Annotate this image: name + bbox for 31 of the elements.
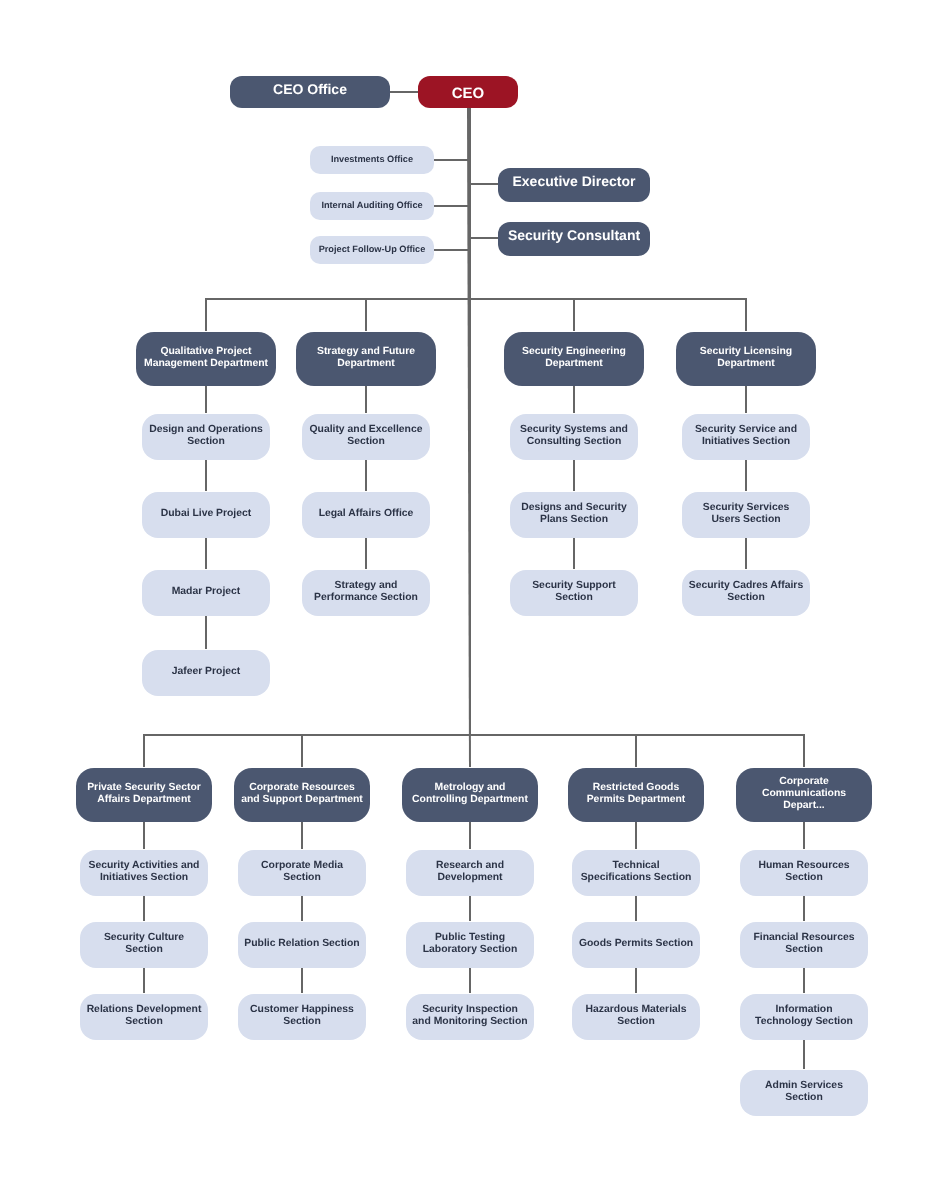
connector-line bbox=[205, 614, 207, 650]
connector-line bbox=[803, 820, 805, 850]
connector-line bbox=[745, 458, 747, 492]
connector-line bbox=[469, 966, 471, 994]
connector-line bbox=[745, 536, 747, 570]
connector-line bbox=[143, 894, 145, 922]
connector-line bbox=[469, 820, 471, 850]
connector-line bbox=[205, 384, 207, 414]
connector-line bbox=[205, 536, 207, 570]
connector-line bbox=[803, 894, 805, 922]
connector-line bbox=[365, 536, 367, 570]
connector-line bbox=[635, 966, 637, 994]
connector-line bbox=[301, 820, 303, 850]
connector-line bbox=[365, 384, 367, 414]
connector-line bbox=[573, 458, 575, 492]
connector-line bbox=[143, 966, 145, 994]
connector-line bbox=[365, 458, 367, 492]
connector-line bbox=[301, 894, 303, 922]
connector-line bbox=[469, 894, 471, 922]
connector-line bbox=[301, 966, 303, 994]
connector-line bbox=[635, 894, 637, 922]
connector-line bbox=[389, 91, 419, 93]
connector-line bbox=[635, 820, 637, 850]
connector-line bbox=[803, 1038, 805, 1070]
connector-line bbox=[205, 458, 207, 492]
connector-line bbox=[143, 820, 145, 850]
connector-line bbox=[467, 107, 471, 768]
connector-line bbox=[573, 536, 575, 570]
connector-line bbox=[573, 384, 575, 414]
connector-line bbox=[803, 966, 805, 994]
connector-line bbox=[745, 384, 747, 414]
